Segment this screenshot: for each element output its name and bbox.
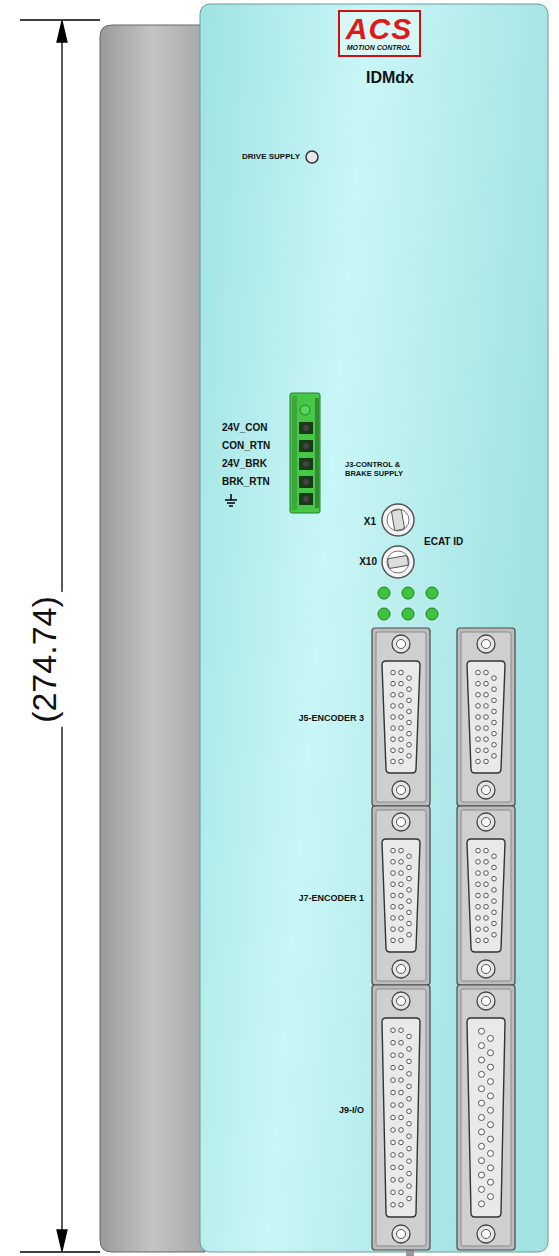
led-array — [378, 587, 438, 620]
pin-name: BRK_RTN — [222, 476, 270, 488]
front-panel — [200, 4, 548, 1252]
rotary-switch — [382, 504, 414, 578]
pin-name: 24V_BRK — [222, 458, 267, 470]
connector-name: J5-ENCODER 3 — [298, 713, 364, 723]
connector-name: J3-CONTROL & BRAKE SUPPLY — [345, 461, 427, 478]
connector-name: J9-I/O — [339, 1105, 364, 1115]
connector-name: J7-ENCODER 1 — [298, 893, 364, 903]
switch-label: X10 — [359, 556, 377, 568]
dimension-value: (274.74) — [24, 593, 63, 728]
ground-symbol — [225, 494, 237, 506]
dimension-line — [20, 20, 100, 1252]
pin-name: CON_RTN — [222, 440, 270, 452]
logo-box: ACSMOTION CONTROL — [338, 10, 421, 57]
logo-text: ACS — [346, 14, 413, 44]
pin-name: 24V_CON — [222, 422, 268, 434]
dsub-connector — [457, 806, 515, 985]
terminal-block — [290, 393, 320, 513]
model-name: IDMdx — [366, 69, 414, 87]
status-led — [306, 151, 318, 163]
led-label: DRIVE SUPPLY — [242, 152, 300, 161]
dsub-connector — [372, 985, 430, 1250]
switch-group-label: ECAT ID — [424, 536, 463, 548]
dsub-connector — [372, 628, 430, 806]
dsub-connectors — [372, 628, 515, 1250]
logo-subtitle: MOTION CONTROL — [346, 44, 413, 52]
dsub-connector — [457, 628, 515, 806]
housing-side — [100, 25, 205, 1252]
dsub-connector — [372, 806, 430, 985]
switch-label: X1 — [364, 516, 376, 528]
dsub-connector — [457, 985, 515, 1250]
